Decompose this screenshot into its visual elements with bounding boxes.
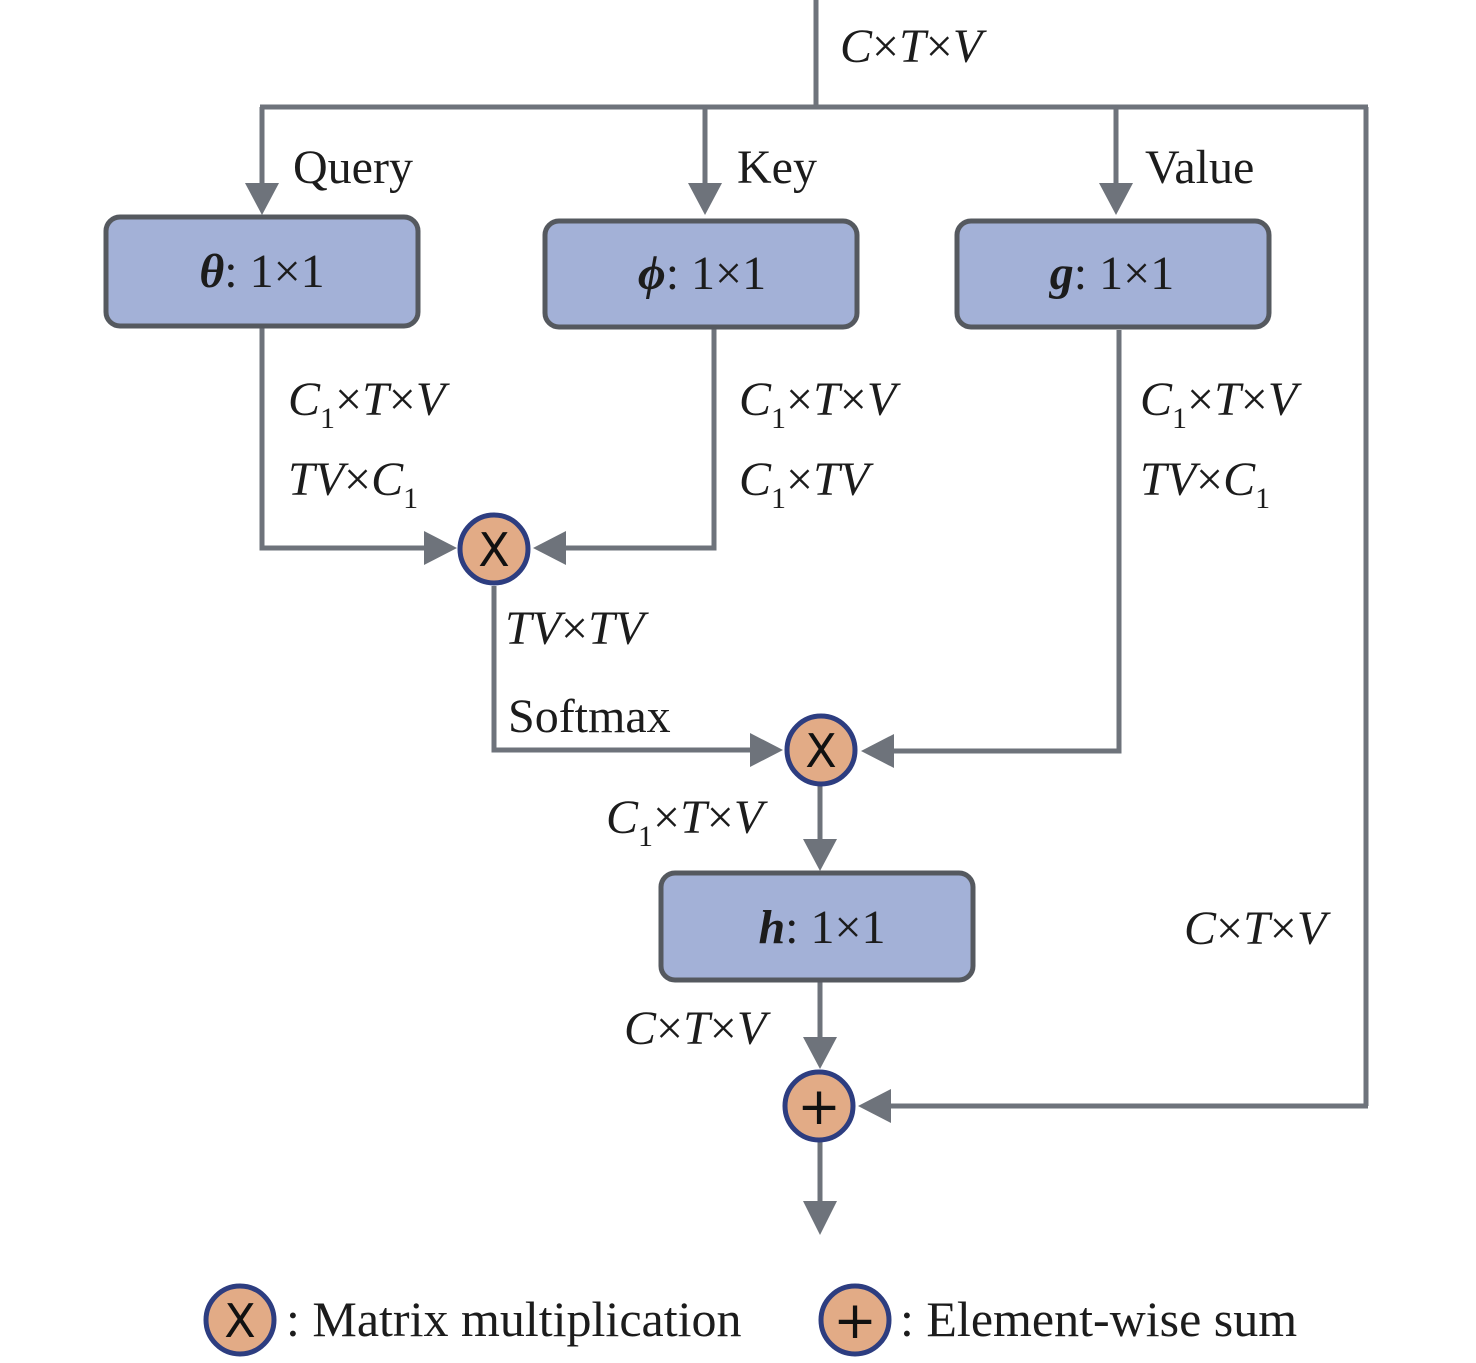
svg-text:h: 1×1: h: 1×1 [758,901,885,954]
dimension-labels: C×T×VC1×T×VTV×C1C1×T×VC1×TVC1×T×VTV×C1TV… [288,20,1331,1055]
query-arrowhead [245,183,279,215]
attention-dim-label: TV×TV [505,602,649,655]
query-dim-label: C1×T×V [288,373,450,435]
key-to-multiply-line [565,327,717,551]
phi-kernel-label: : 1×1 [666,247,766,300]
input-dim-label: C×T×V [840,20,987,73]
h-input-arrowhead [803,839,837,871]
g-kernel-label: : 1×1 [1074,247,1174,300]
multiply-symbol: X [805,724,837,778]
value-transposed-dim-label: TV×C1 [1140,453,1270,515]
arrowheads [245,183,1133,1235]
residual-arrowhead [858,1089,891,1123]
value-arrowhead [1099,183,1133,215]
key-dim-label: C1×T×V [739,373,901,435]
softmax-label: Softmax [508,690,671,743]
g-symbol: g [1049,247,1074,300]
aggregate-dim-label: C1×T×V [606,791,768,853]
svg-text:θ: 1×1: θ: 1×1 [199,245,324,298]
legend-sum-text: : Element-wise sum [900,1291,1297,1347]
g-conv-box: g: 1×1 [954,218,1272,330]
multiply-symbol: X [478,523,510,577]
legend-multiply-icon: X [203,1283,277,1357]
sum-input-arrowhead [803,1037,837,1069]
svg-text:g: 1×1: g: 1×1 [1049,247,1174,300]
attention-multiply-arrowhead [750,733,783,767]
svg-text:ϕ: 1×1: ϕ: 1×1 [638,247,766,300]
value-multiply-operator: X [784,713,858,787]
key-multiply-arrowhead [533,531,566,565]
query-to-multiply-line [259,327,425,551]
value-to-multiply-line [893,330,1122,754]
attention-to-multiply-line [491,586,752,753]
query-multiply-arrowhead [424,531,457,565]
svg-text:+: + [833,1291,877,1351]
attention-multiply-operator: X [457,512,531,586]
connections [259,0,1369,1203]
key-transposed-dim-label: C1×TV [739,453,874,515]
theta-symbol: θ [199,245,224,298]
h-kernel-label: : 1×1 [785,901,885,954]
value-label: Value [1145,141,1254,194]
residual-dim-label: C×T×V [1184,902,1331,955]
sum-symbol: + [797,1077,841,1137]
key-arrowhead [688,183,722,215]
h-conv-box: h: 1×1 [658,870,976,983]
query-transposed-dim-label: TV×C1 [288,453,418,515]
legend-sum-icon: + [818,1283,892,1357]
phi-conv-box: ϕ: 1×1 [542,218,860,330]
theta-conv-box: θ: 1×1 [103,214,421,329]
legend-multiply-text: : Matrix multiplication [286,1291,742,1347]
value-multiply-arrowhead [861,734,894,768]
h-symbol: h [758,901,785,954]
phi-symbol: ϕ [638,247,666,300]
h-output-dim-label: C×T×V [624,1002,771,1055]
query-label: Query [293,141,413,194]
key-label: Key [737,141,817,194]
theta-kernel-label: : 1×1 [224,245,324,298]
output-arrowhead [803,1201,837,1235]
legend: X : Matrix multiplication + : Element-wi… [203,1283,1297,1357]
value-dim-label: C1×T×V [1140,373,1302,435]
element-wise-sum-operator: + [782,1069,856,1143]
svg-text:X: X [224,1294,256,1348]
